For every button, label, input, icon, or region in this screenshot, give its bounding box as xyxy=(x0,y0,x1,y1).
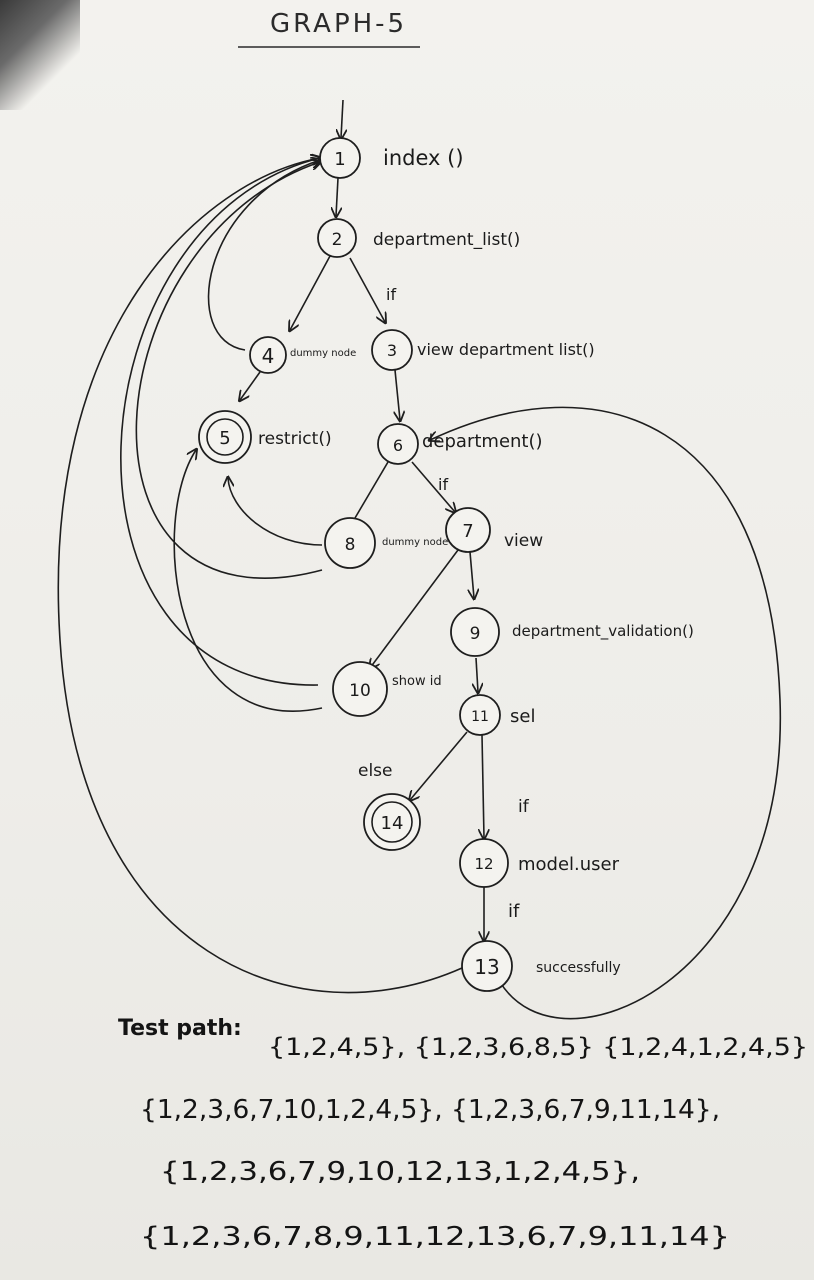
node-11: 11 xyxy=(459,694,501,736)
node-3-id: 3 xyxy=(387,341,397,360)
node-11-id: 11 xyxy=(471,709,489,725)
node-4-id: 4 xyxy=(262,344,275,368)
node-12: 12 xyxy=(459,838,509,888)
edge-7-10 xyxy=(370,549,459,668)
node-6: 6 xyxy=(377,423,419,465)
node-9-id: 9 xyxy=(470,624,481,644)
edge-4-5 xyxy=(240,371,261,400)
edge-label-12-13: if xyxy=(508,901,520,922)
node-3-label: view department list() xyxy=(417,340,595,359)
edge-7-9 xyxy=(470,551,474,598)
test-path-line-2: {1,2,3,6,7,10,1,2,4,5}, {1,2,3,6,7,9,11,… xyxy=(140,1095,720,1125)
node-10-label: show id xyxy=(392,674,442,689)
node-annotations: index () department_list() view departme… xyxy=(258,146,694,976)
node-11-label: sel xyxy=(510,706,535,727)
node-5: 5 xyxy=(198,410,252,464)
edge-3-6 xyxy=(395,369,400,420)
test-path-line-4: {1,2,3,6,7,8,9,11,12,13,6,7,9,11,14} xyxy=(140,1222,730,1252)
node-1: 1 xyxy=(319,137,361,179)
nodes: 1 2 3 4 5 6 7 8 9 10 11 12 13 14 xyxy=(198,137,513,992)
edge-6-7 xyxy=(411,461,455,512)
node-2-label: department_list() xyxy=(373,230,520,250)
test-path-heading: Test path: xyxy=(118,1016,242,1041)
edge-13-6 xyxy=(430,406,781,1020)
edge-9-11 xyxy=(476,657,478,692)
edge-10-5 xyxy=(173,450,323,712)
node-2-id: 2 xyxy=(332,230,343,250)
node-5-id: 5 xyxy=(219,428,230,449)
node-13-label: successfully xyxy=(536,960,621,976)
node-10: 10 xyxy=(332,661,388,717)
node-8-label: dummy node xyxy=(382,537,448,548)
node-6-id: 6 xyxy=(393,436,403,455)
node-6-label: department() xyxy=(422,431,543,452)
node-14-id: 14 xyxy=(381,813,404,834)
node-8-id: 8 xyxy=(345,535,356,555)
node-12-label: model.user xyxy=(518,854,620,875)
node-5-label: restrict() xyxy=(258,429,332,449)
node-12-id: 12 xyxy=(474,855,493,873)
edge-label-6-7: if xyxy=(438,475,448,494)
edge-8-1 xyxy=(135,162,322,579)
test-path-line-1: {1,2,4,5}, {1,2,3,6,8,5} {1,2,4,1,2,4,5} xyxy=(268,1033,808,1061)
edge-10-1 xyxy=(120,158,320,686)
test-path-line-3: {1,2,3,6,7,9,10,12,13,1,2,4,5}, xyxy=(160,1157,640,1187)
corner-shadow xyxy=(0,0,80,110)
node-8: 8 xyxy=(324,517,376,569)
edge-13-1 xyxy=(57,158,463,994)
node-9-label: department_validation() xyxy=(512,622,694,641)
node-2: 2 xyxy=(317,218,357,258)
edge-8-5 xyxy=(228,478,323,546)
graph-title: GRAPH-5 xyxy=(270,9,407,39)
edges xyxy=(57,99,781,1020)
node-7-label: view xyxy=(504,531,543,551)
node-1-label: index () xyxy=(383,146,464,170)
edge-label-2-3: if xyxy=(386,285,396,304)
node-3: 3 xyxy=(371,329,413,371)
edge-labels: if if else if if xyxy=(358,285,530,922)
edge-2-4 xyxy=(290,255,331,330)
node-9: 9 xyxy=(450,607,500,657)
node-4: 4 xyxy=(249,336,287,374)
node-4-label: dummy node xyxy=(290,348,356,359)
edge-11-12 xyxy=(482,734,484,838)
node-10-id: 10 xyxy=(349,681,371,701)
node-1-id: 1 xyxy=(334,149,345,170)
edge-1-2 xyxy=(336,177,338,216)
test-paths: Test path: {1,2,4,5}, {1,2,3,6,8,5} {1,2… xyxy=(118,1016,808,1252)
edge-11-14 xyxy=(410,731,468,800)
edge-2-3 xyxy=(349,257,385,322)
node-14: 14 xyxy=(363,793,421,851)
node-13-id: 13 xyxy=(474,955,499,979)
edge-label-11-14: else xyxy=(358,761,393,781)
edge-label-11-12: if xyxy=(518,797,530,817)
node-7-id: 7 xyxy=(462,521,473,542)
node-13: 13 xyxy=(461,940,513,992)
edge-entry-1 xyxy=(341,99,343,138)
node-7: 7 xyxy=(445,507,491,553)
edge-6-8 xyxy=(354,461,389,519)
